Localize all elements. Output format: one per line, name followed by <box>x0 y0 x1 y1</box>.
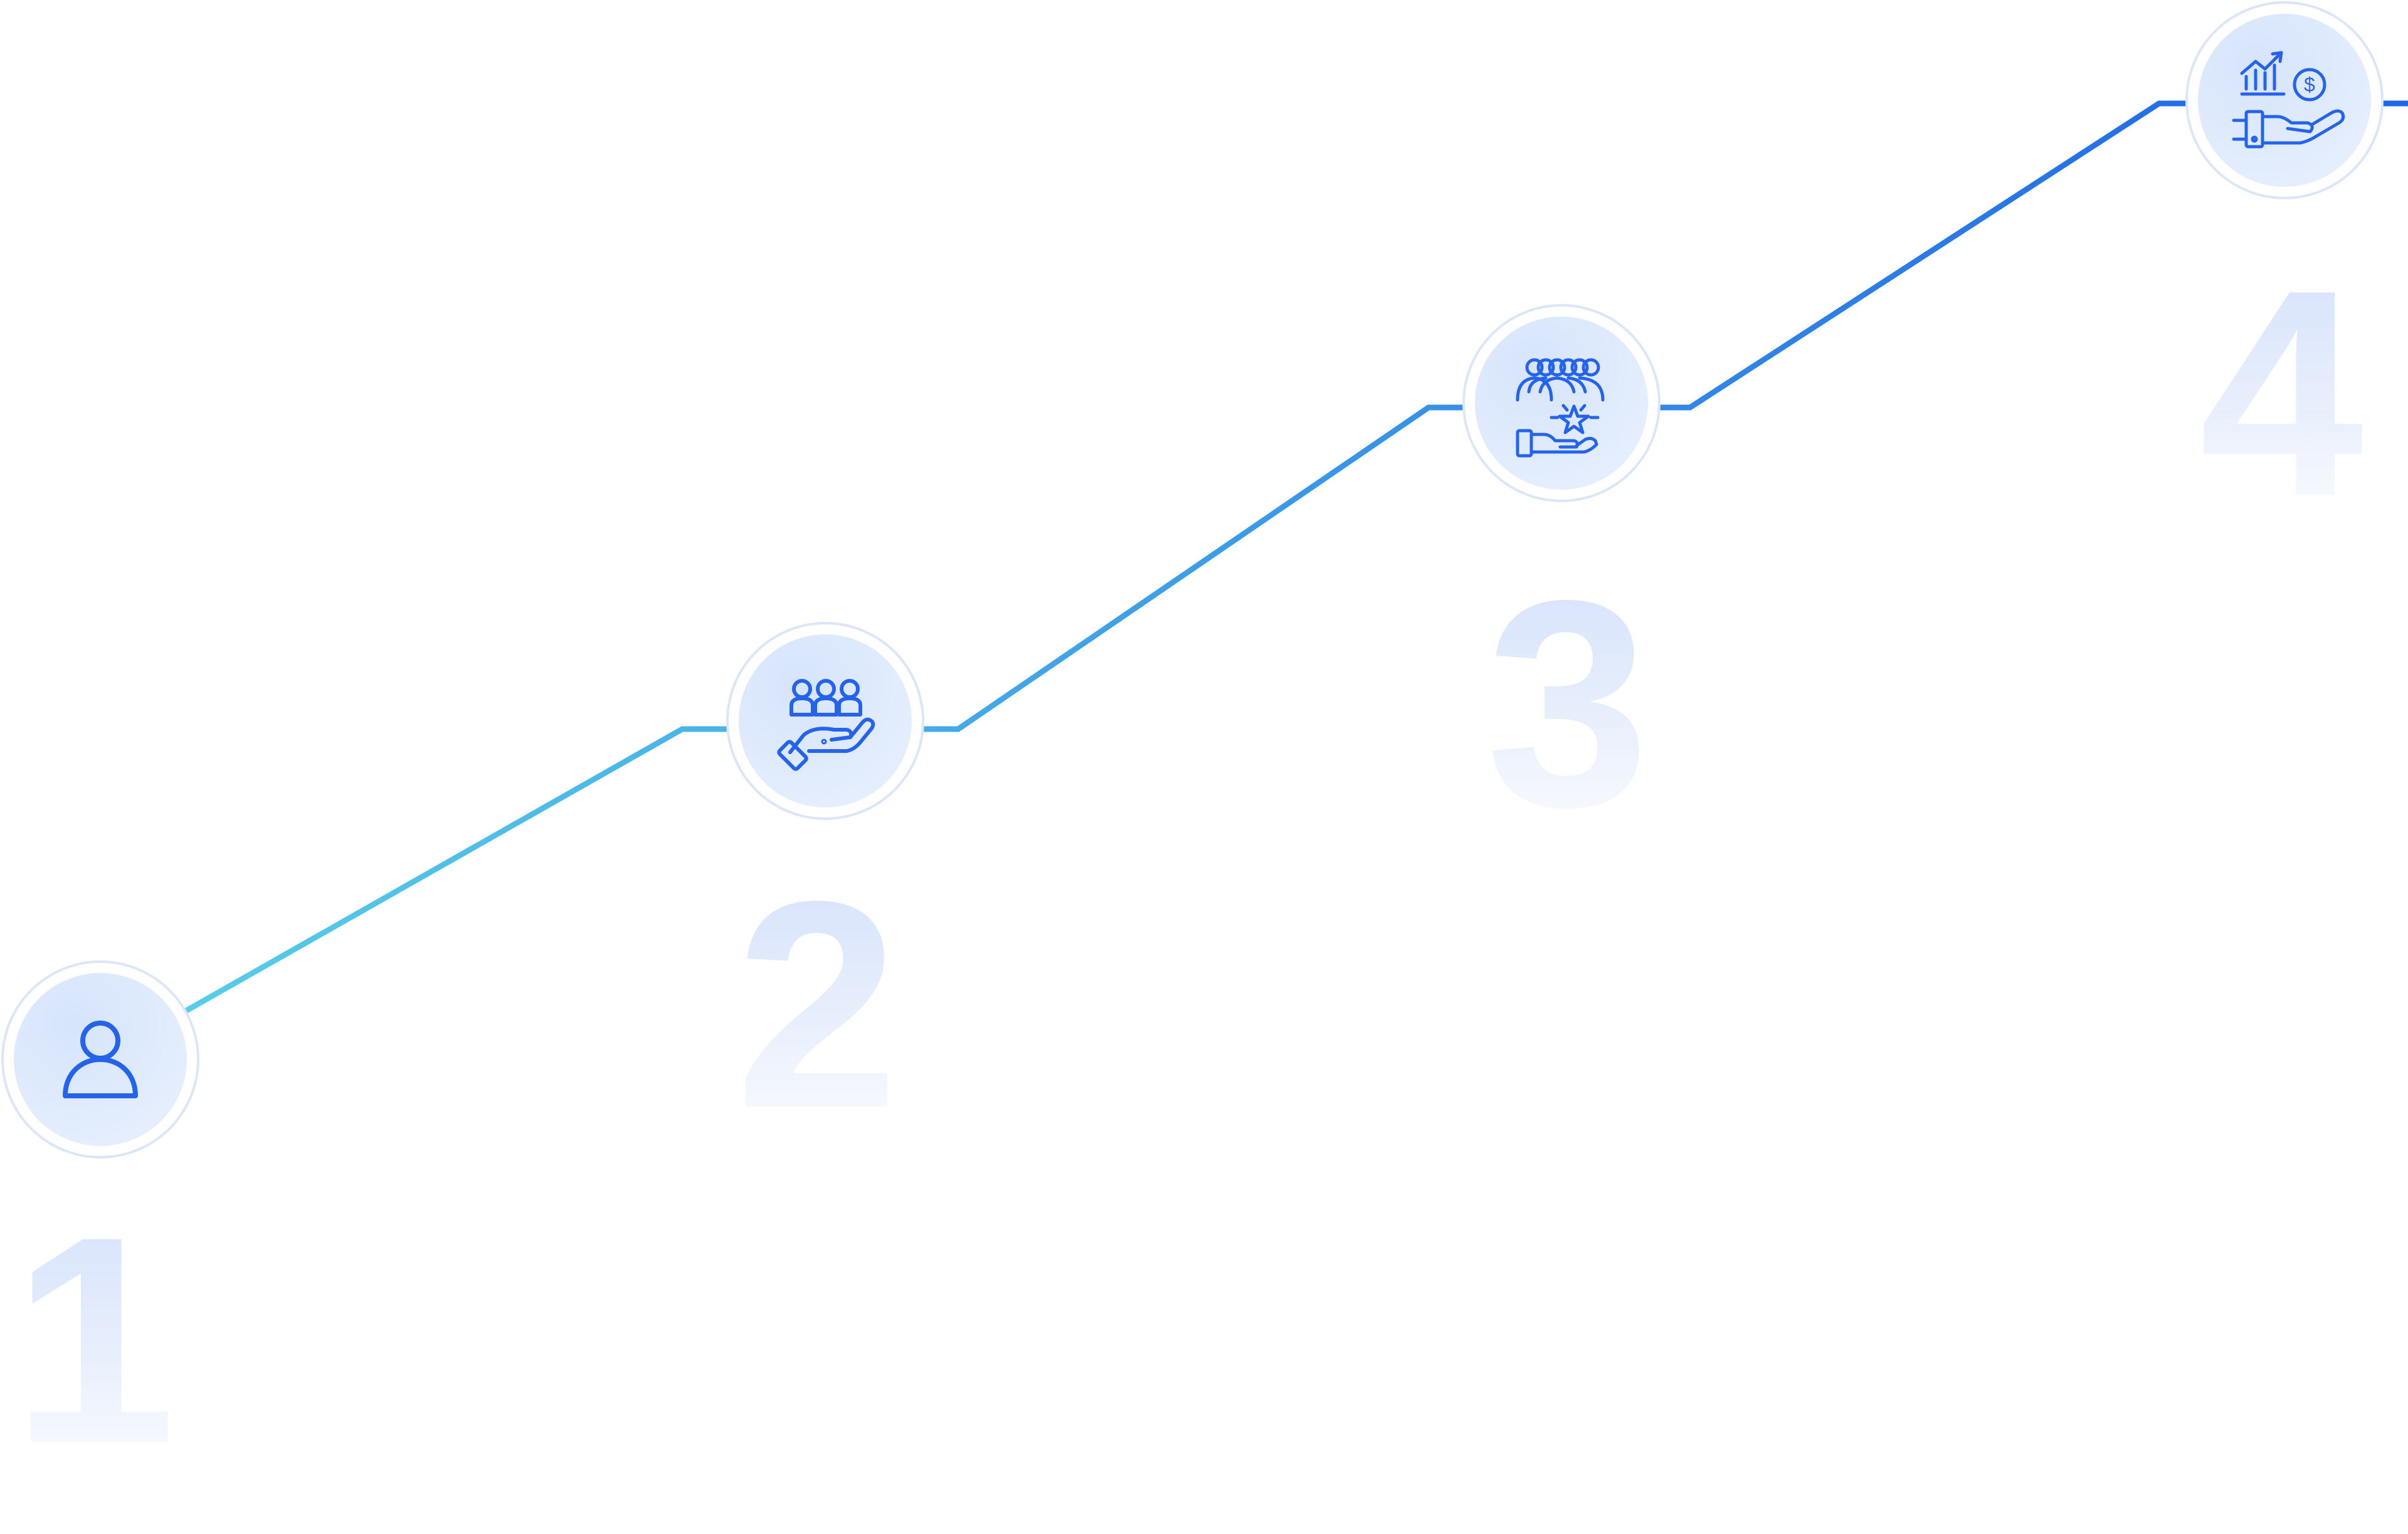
person-icon <box>63 1021 138 1098</box>
step-4-node: $ <box>2185 1 2384 199</box>
step-3-node <box>1462 304 1661 502</box>
step-number-4: 4 <box>2199 229 2365 558</box>
hand-holding-people-icon <box>777 679 875 771</box>
step-number-3: 3 <box>1486 539 1649 868</box>
hand-star-team-icon <box>1516 358 1605 458</box>
growth-line <box>98 100 2408 1062</box>
svg-text:$: $ <box>2304 73 2315 96</box>
step-number-1: 1 <box>12 1175 176 1505</box>
step-2-node <box>726 622 924 820</box>
step-1-node <box>1 960 199 1158</box>
step-number-2: 2 <box>735 840 899 1169</box>
hand-growth-money-icon: $ <box>2232 51 2345 149</box>
